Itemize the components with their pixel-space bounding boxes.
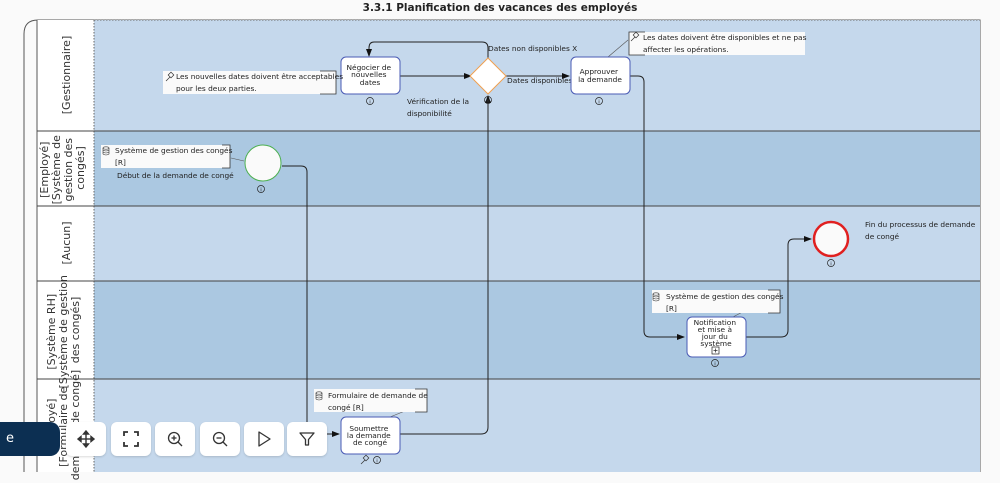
annotation-negotiate-rule[interactable]: Les nouvelles dates doivent être accepta… bbox=[163, 70, 345, 95]
move-icon bbox=[77, 430, 95, 448]
svg-text:i: i bbox=[376, 459, 378, 465]
lane-label-employe-systeme: [Employé] [Système de gestion des congés… bbox=[38, 132, 87, 205]
svg-text:i: i bbox=[830, 262, 832, 268]
diagram-title: 3.3.1 Planification des vacances des emp… bbox=[362, 2, 638, 14]
play-icon bbox=[258, 431, 271, 447]
database-icon bbox=[102, 146, 110, 156]
fit-screen-button[interactable] bbox=[111, 422, 151, 456]
task-approve-label: Approuver la demande bbox=[578, 67, 622, 84]
lane-label-systeme-rh: [Système RH] [Système de gestion des con… bbox=[45, 272, 82, 389]
start-event[interactable] bbox=[244, 144, 282, 182]
lane-systeme-rh-body bbox=[94, 281, 980, 379]
subprocess-notify[interactable]: Notification et mise à jour du système bbox=[686, 316, 747, 358]
flow-approve-to-notify[interactable] bbox=[630, 75, 685, 340]
info-icon[interactable]: i bbox=[711, 359, 719, 368]
filter-button[interactable] bbox=[287, 422, 327, 456]
database-icon bbox=[652, 292, 660, 302]
annotation-submit-data-text: Formulaire de demande de congé [R] bbox=[328, 391, 430, 412]
svg-text:i: i bbox=[260, 188, 262, 194]
svg-text:i: i bbox=[598, 100, 600, 106]
info-icon[interactable]: i bbox=[595, 97, 603, 106]
gavel-icon bbox=[165, 71, 175, 82]
zoom-out-button[interactable] bbox=[200, 422, 240, 456]
annotation-notify-data[interactable]: Système de gestion des congés [R] bbox=[652, 289, 786, 314]
fullscreen-icon bbox=[123, 431, 139, 447]
loop-marker-icon bbox=[484, 96, 492, 104]
lane-employe-formulaire-body bbox=[94, 379, 980, 472]
subprocess-notify-label: Notification et mise à jour du système bbox=[694, 318, 739, 348]
side-panel-tab[interactable]: e bbox=[0, 422, 60, 456]
end-event-label: Fin du processus de demande de congé bbox=[865, 220, 978, 241]
end-event[interactable] bbox=[812, 220, 850, 258]
gavel-icon bbox=[360, 454, 370, 465]
annotation-start-data[interactable]: Système de gestion des congés [R] bbox=[101, 144, 235, 169]
gateway-availability-check[interactable] bbox=[469, 57, 507, 95]
task-negotiate-label: Négocier de nouvelles dates bbox=[347, 63, 394, 87]
annotation-negotiate-rule-text: Les nouvelles dates doivent être accepta… bbox=[176, 72, 345, 93]
zoom-out-icon bbox=[212, 431, 228, 447]
association-approve-rule bbox=[607, 39, 629, 58]
task-submit[interactable]: Soumettre la demande de congé bbox=[340, 416, 401, 455]
annotation-notify-data-text: Système de gestion des congés [R] bbox=[666, 292, 786, 313]
annotation-start-data-text: Système de gestion des congés [R] bbox=[115, 146, 235, 167]
flow-label-not-available: Dates non disponibles X bbox=[488, 44, 577, 53]
zoom-in-icon bbox=[167, 431, 183, 447]
zoom-in-button[interactable] bbox=[155, 422, 195, 456]
task-submit-label: Soumettre la demande de congé bbox=[347, 424, 393, 447]
flow-notify-to-end[interactable] bbox=[746, 236, 812, 338]
info-icon[interactable]: i bbox=[373, 456, 381, 465]
annotation-approve-rule[interactable]: Les dates doivent être disponibles et ne… bbox=[628, 31, 809, 56]
gavel-icon bbox=[630, 31, 640, 42]
annotation-submit-data[interactable]: Formulaire de demande de congé [R] bbox=[314, 388, 430, 413]
info-icon[interactable]: i bbox=[257, 185, 265, 194]
flow-submit-to-gateway[interactable] bbox=[400, 95, 491, 435]
lane-employe-systeme-body bbox=[94, 131, 980, 206]
start-event-label: Début de la demande de congé bbox=[117, 171, 234, 180]
play-button[interactable] bbox=[244, 422, 284, 456]
svg-text:i: i bbox=[714, 362, 716, 368]
task-approve[interactable]: Approuver la demande bbox=[570, 56, 631, 95]
lane-header-column bbox=[37, 131, 94, 472]
expand-subprocess-icon[interactable] bbox=[711, 346, 720, 355]
task-negotiate[interactable]: Négocier de nouvelles dates bbox=[340, 56, 401, 95]
pan-button[interactable] bbox=[66, 422, 106, 456]
association-start-data bbox=[230, 157, 245, 162]
database-icon bbox=[315, 391, 323, 401]
lane-label-gestionnaire: [Gestionnaire] bbox=[60, 36, 73, 115]
flow-gateway-not-available[interactable] bbox=[366, 41, 489, 58]
lane-label-aucun: [Aucun] bbox=[60, 221, 73, 264]
svg-text:i: i bbox=[369, 100, 371, 106]
flow-label-available: Dates disponibles bbox=[507, 76, 573, 85]
info-icon[interactable]: i bbox=[366, 97, 374, 106]
gateway-label: Vérification de la disponibilité bbox=[407, 97, 471, 118]
filter-icon bbox=[299, 432, 315, 446]
annotation-approve-rule-text: Les dates doivent être disponibles et ne… bbox=[643, 33, 809, 54]
info-icon[interactable]: i bbox=[827, 259, 835, 268]
